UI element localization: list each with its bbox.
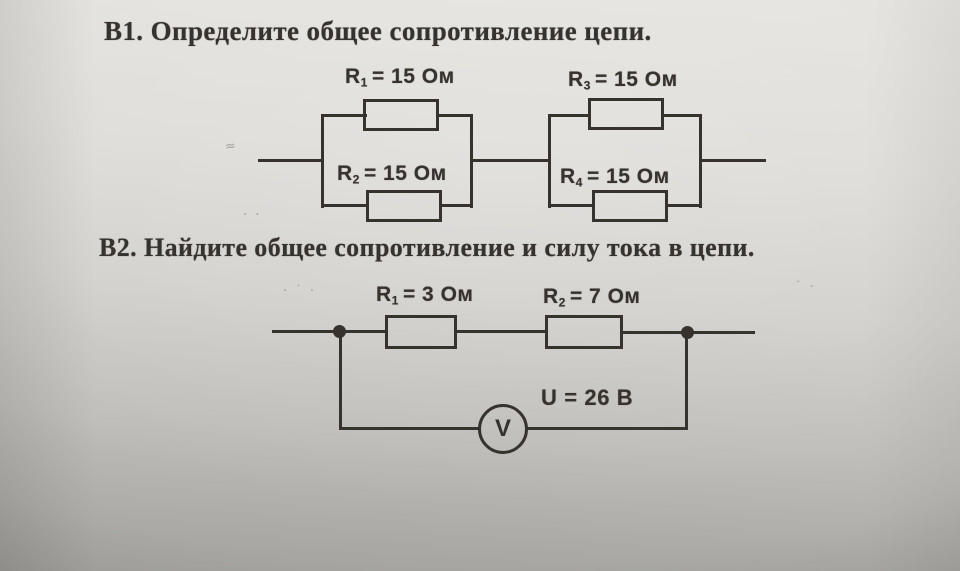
wire-b2-left-vertical bbox=[339, 332, 342, 429]
problem-b2-title: В2. Найдите общее сопротивление и силу т… bbox=[99, 233, 755, 262]
wire-loop2-left bbox=[548, 115, 551, 208]
wire-loop1-top-a bbox=[321, 114, 367, 117]
b2-r2-value: = 7 Ом bbox=[569, 285, 641, 308]
r2-value: = 15 Ом bbox=[363, 162, 447, 185]
wire-loop1-top-b bbox=[437, 114, 473, 117]
pencil-smudge: · · bbox=[243, 208, 262, 223]
label-r2: R2= 15 Ом bbox=[337, 162, 447, 186]
voltage-label: U = 26 В bbox=[541, 385, 634, 410]
voltmeter-symbol: V bbox=[478, 404, 528, 454]
wire-right-lead bbox=[699, 159, 766, 162]
pencil-smudge: · ˙ · bbox=[283, 284, 317, 299]
wire-loop2-bottom-a bbox=[548, 204, 594, 207]
label-b2-r2: R2= 7 Ом bbox=[543, 285, 640, 309]
wire-b2-seg2 bbox=[455, 330, 547, 333]
r4-subscript: 4 bbox=[575, 175, 583, 190]
resistor-box-r1 bbox=[363, 99, 439, 131]
voltmeter-letter: V bbox=[494, 415, 511, 442]
label-b2-r1: R1= 3 Ом bbox=[376, 283, 473, 307]
label-r1: R1= 15 Ом bbox=[345, 65, 455, 89]
r4-value: = 15 Ом bbox=[586, 165, 670, 188]
wire-b2-left-lead bbox=[272, 330, 341, 333]
r1-value: = 15 Ом bbox=[371, 65, 455, 88]
label-r4: R4= 15 Ом bbox=[560, 165, 670, 189]
problem-b1-title: В1. Определите общее сопротивление цепи. bbox=[104, 16, 652, 46]
r4-symbol: R bbox=[560, 165, 576, 188]
wire-left-lead bbox=[258, 159, 323, 162]
wire-loop1-left bbox=[321, 115, 324, 208]
wire-b2-right-lead bbox=[687, 331, 755, 334]
b2-r1-symbol: R bbox=[376, 283, 392, 306]
label-r3: R3= 15 Ом bbox=[568, 68, 678, 92]
b2-r2-subscript: 2 bbox=[558, 295, 566, 310]
resistor-box-r4 bbox=[592, 190, 668, 222]
b2-r1-subscript: 1 bbox=[391, 293, 399, 308]
wire-loop1-bottom-b bbox=[440, 204, 473, 207]
r2-symbol: R bbox=[337, 162, 353, 185]
wire-b2-bottom-right bbox=[527, 427, 688, 430]
wire-b2-bottom-left bbox=[339, 427, 480, 430]
r3-subscript: 3 bbox=[583, 78, 591, 93]
wire-loop2-bottom-b bbox=[666, 204, 702, 207]
wire-loop2-top-b bbox=[662, 114, 702, 117]
resistor-box-r2 bbox=[366, 190, 442, 222]
r2-subscript: 2 bbox=[352, 172, 360, 187]
r3-symbol: R bbox=[568, 68, 584, 91]
wire-b2-right-vertical bbox=[685, 332, 688, 430]
pencil-smudge: ≈ bbox=[224, 138, 239, 155]
wire-b2-seg3 bbox=[621, 331, 689, 334]
pencil-smudge: ˙ · bbox=[795, 280, 816, 295]
resistor-box-b2-r2 bbox=[545, 315, 623, 349]
resistor-box-b2-r1 bbox=[385, 315, 457, 349]
r3-value: = 15 Ом bbox=[594, 68, 678, 91]
b2-r1-value: = 3 Ом bbox=[402, 283, 474, 306]
r1-subscript: 1 bbox=[360, 75, 368, 90]
r1-symbol: R bbox=[345, 65, 361, 88]
b2-r2-symbol: R bbox=[543, 285, 559, 308]
wire-b2-seg1 bbox=[341, 330, 387, 333]
wire-middle-link bbox=[470, 159, 550, 162]
junction-dot-left bbox=[333, 325, 346, 338]
wire-loop1-bottom-a bbox=[321, 204, 369, 207]
wire-loop2-top-a bbox=[548, 114, 590, 117]
resistor-box-r3 bbox=[588, 98, 664, 130]
